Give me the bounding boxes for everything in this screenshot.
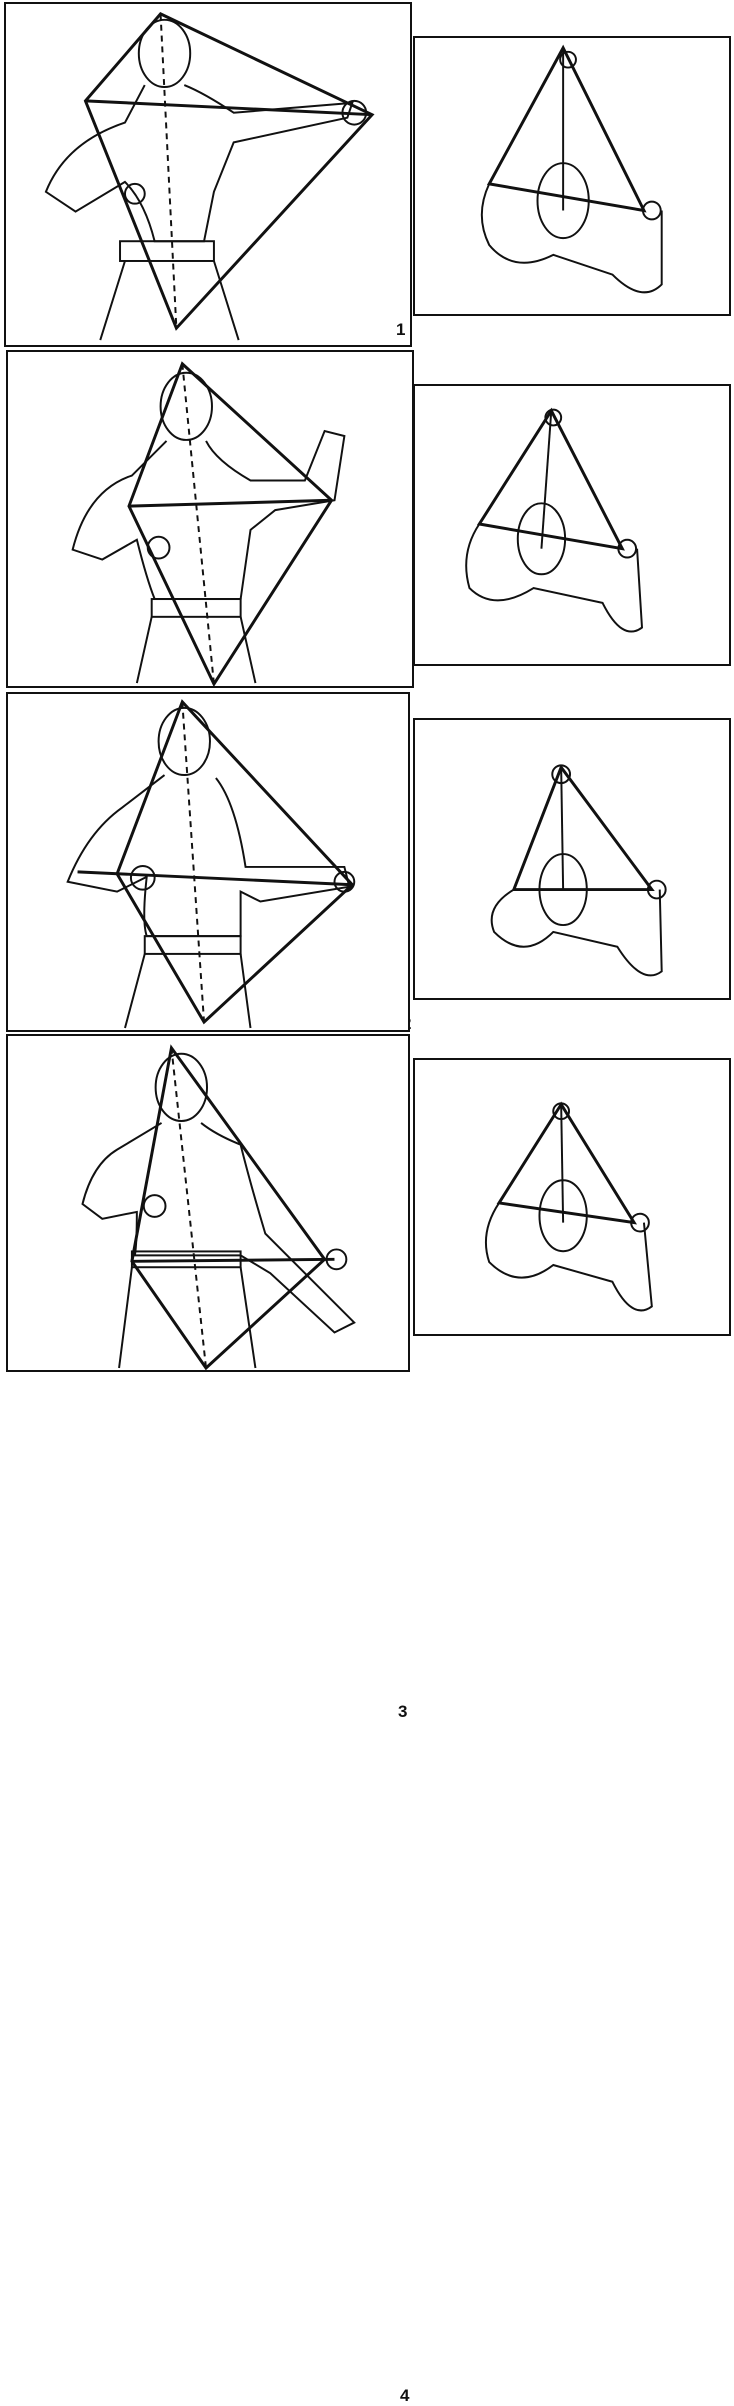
front-view-figure-4: 4 [6,1034,410,1372]
figure-number: 3 [398,1702,407,1722]
top-view-3-drawing [415,720,729,998]
front-view-figure-2: 2 [6,350,414,688]
figure-4-drawing [8,1036,408,1370]
center-axis [161,14,177,328]
figure-2-drawing [8,352,412,686]
torso-outline [46,85,352,241]
shoulders-top [492,890,662,976]
top-view-figure-1 [413,36,731,316]
triangle-frame [117,702,352,1022]
chambered-fist [144,1195,166,1217]
legs [119,1267,255,1368]
top-triangle [489,48,644,211]
center-axis [182,702,204,1022]
figure-number: 1 [396,320,405,340]
arm-line [132,1259,335,1261]
triangle-frame [132,1048,325,1368]
top-view-2-drawing [415,386,729,664]
top-axis [561,1104,563,1222]
front-view-figure-1: 1 [4,2,412,347]
triangle-frame [129,364,332,684]
top-view-figure-3 [413,718,731,1000]
torso-outline [83,1123,355,1332]
top-axis [561,767,563,889]
torso-outline [68,775,350,936]
fist-side-top [643,202,661,220]
top-view-4-drawing [415,1060,729,1334]
belt [152,599,241,617]
shoulders-top [482,184,662,292]
top-triangle [499,1104,634,1222]
shoulders-top [486,1203,652,1311]
figure-number: 4 [400,2386,409,2406]
legs [125,954,251,1028]
center-axis [171,1048,206,1368]
arm-line [85,101,372,115]
triangle-frame [85,14,372,328]
front-view-figure-3: 3 [6,692,410,1032]
top-axis [541,411,551,549]
top-view-1-drawing [415,38,729,314]
center-axis [182,364,214,684]
chambered-fist [148,537,170,559]
figure-1-drawing [6,4,410,345]
shoulders-top [466,524,642,632]
belt [120,241,214,261]
top-view-figure-4 [413,1058,731,1336]
figure-3-drawing [8,694,408,1030]
legs [100,261,238,340]
torso-outline [73,431,345,599]
top-view-figure-2 [413,384,731,666]
